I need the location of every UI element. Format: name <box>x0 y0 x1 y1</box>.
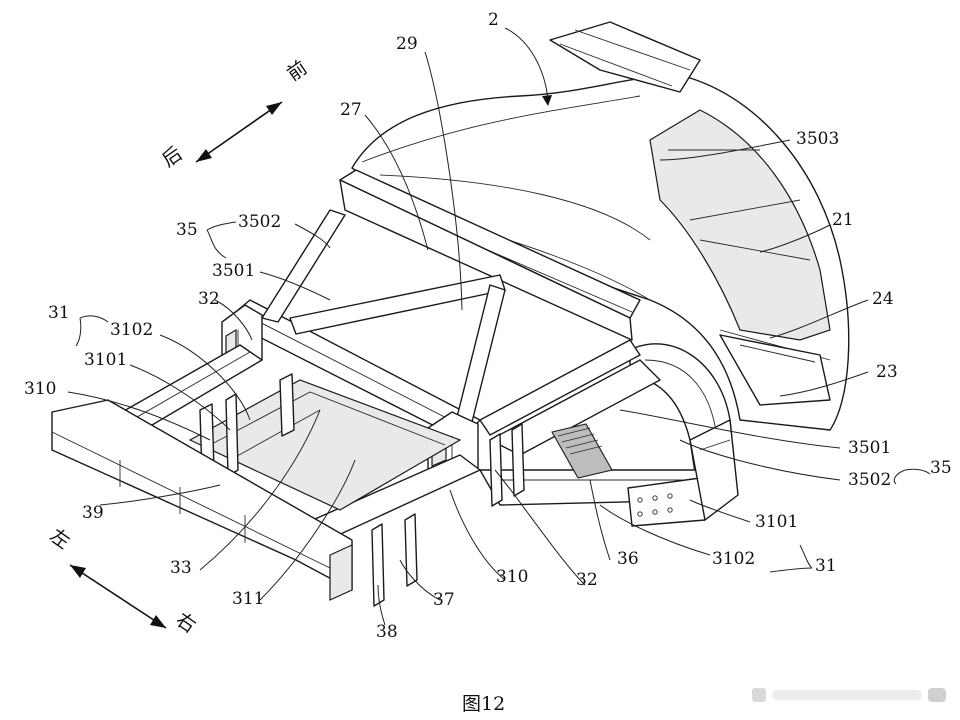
label-24: 24 <box>872 289 894 309</box>
label-33: 33 <box>170 558 192 578</box>
label-3503: 3503 <box>796 129 840 149</box>
lower-frame <box>51 344 739 607</box>
label-31-right: 31 <box>815 556 837 576</box>
label-21: 21 <box>832 210 854 230</box>
label-310-bottom: 310 <box>496 567 529 587</box>
label-3501-top: 3501 <box>212 261 256 281</box>
figure-caption: 图12 <box>462 693 506 715</box>
label-311: 311 <box>232 589 265 609</box>
label-310-left: 310 <box>24 379 57 399</box>
direction-arrow-front-rear <box>195 101 283 163</box>
label-3102-left: 3102 <box>110 320 154 340</box>
label-35-top: 35 <box>176 220 198 240</box>
label-3502-top: 3502 <box>238 212 282 232</box>
body-shell <box>351 21 850 506</box>
label-36: 36 <box>617 549 639 569</box>
label-37: 37 <box>433 590 455 610</box>
label-23: 23 <box>876 362 898 382</box>
watermark <box>752 688 946 702</box>
leader-lines <box>67 27 931 626</box>
label-32-bottom: 32 <box>576 570 598 590</box>
label-39: 39 <box>82 503 104 523</box>
bolt-holes <box>637 493 673 517</box>
label-27: 27 <box>340 100 362 120</box>
label-3101-left: 3101 <box>84 350 128 370</box>
label-3502-right: 3502 <box>848 470 892 490</box>
label-3102-right: 3102 <box>712 549 756 569</box>
label-31-left: 31 <box>48 303 70 323</box>
label-38: 38 <box>376 622 398 642</box>
label-32-left: 32 <box>198 289 220 309</box>
direction-arrow-left-right <box>69 564 167 629</box>
label-2: 2 <box>488 10 499 30</box>
label-3501-right: 3501 <box>848 438 892 458</box>
label-3101-right: 3101 <box>755 512 799 532</box>
label-29: 29 <box>396 34 418 54</box>
label-35-right: 35 <box>930 458 952 478</box>
